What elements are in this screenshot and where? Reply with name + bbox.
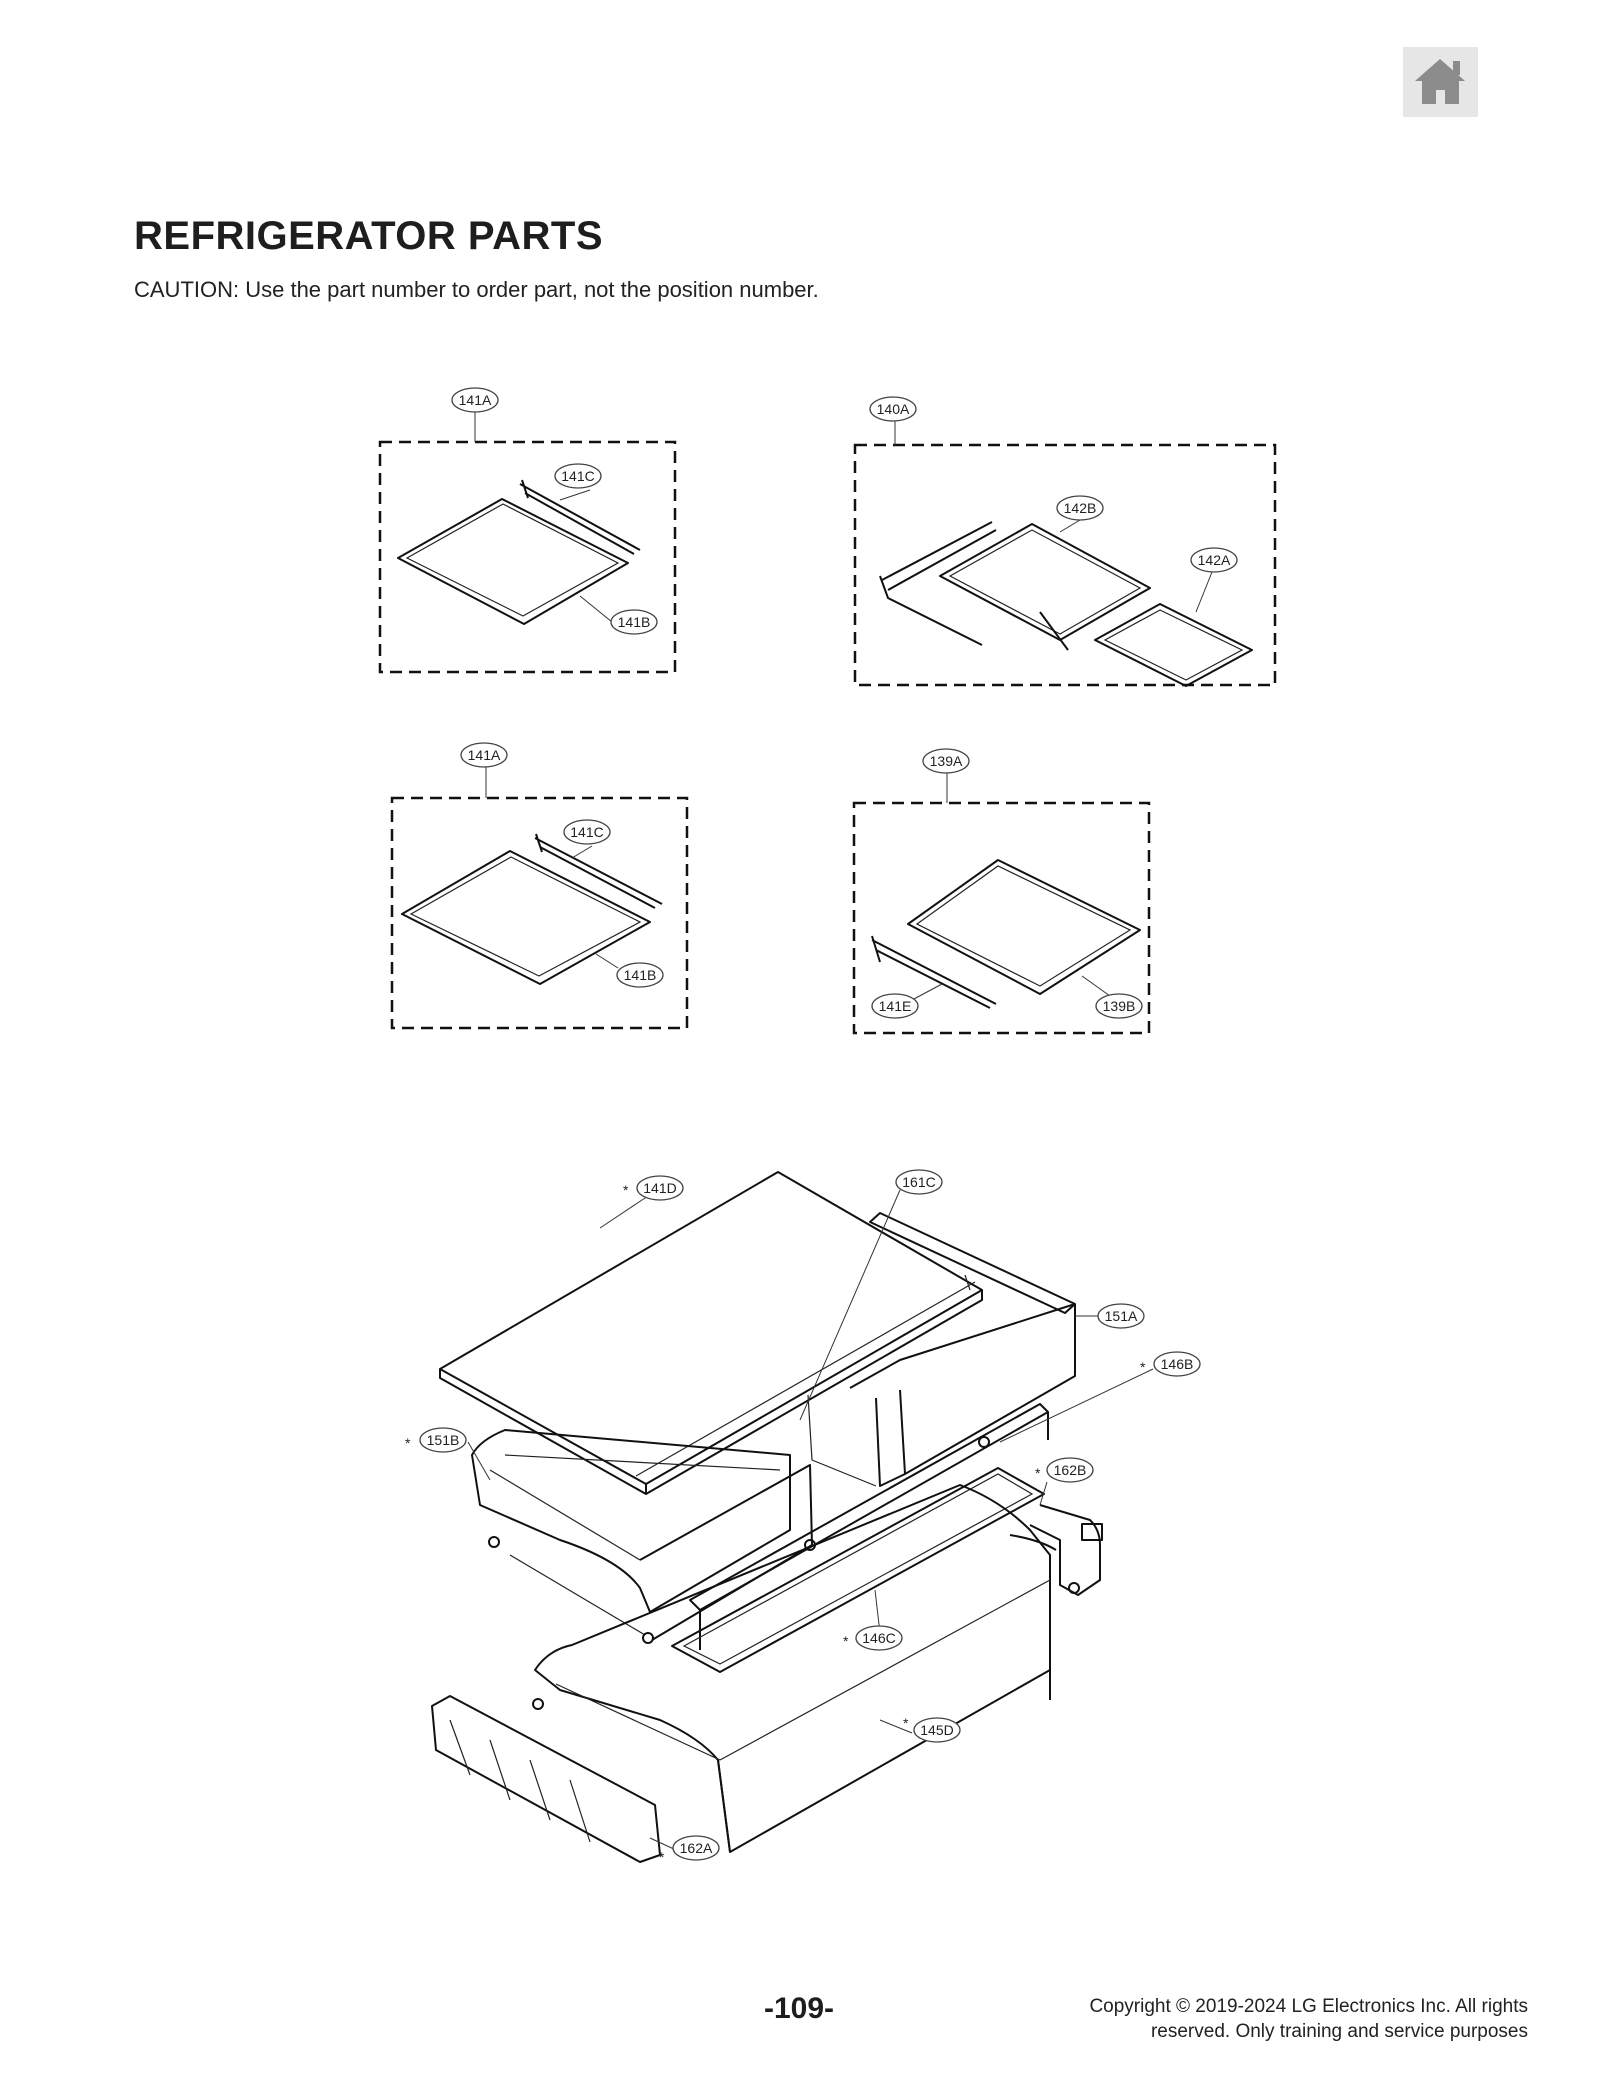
copyright-line-1: Copyright © 2019-2024 LG Electronics Inc… <box>1089 1996 1528 2017</box>
svg-text:141E: 141E <box>879 998 912 1014</box>
callout-141e: 141E <box>871 993 919 1019</box>
callout-139b: 139B <box>1095 993 1143 1019</box>
svg-text:145D: 145D <box>920 1722 953 1738</box>
copyright-line-2: reserved. Only training and service purp… <box>1150 2021 1528 2042</box>
page-number: -109- <box>764 1992 835 2025</box>
svg-text:*: * <box>659 1849 665 1865</box>
assembly-140a <box>853 420 1277 687</box>
svg-text:*: * <box>843 1633 849 1649</box>
svg-text:162B: 162B <box>1054 1462 1087 1478</box>
callout-145d: * 145D <box>903 1715 961 1743</box>
svg-text:*: * <box>623 1182 629 1198</box>
callout-142b: 142B <box>1056 495 1104 521</box>
svg-text:141B: 141B <box>624 967 657 983</box>
callout-141a-lower: 141A <box>460 742 508 768</box>
callout-162a: * 162A <box>659 1835 720 1865</box>
svg-text:151A: 151A <box>1105 1308 1138 1324</box>
callout-141c-lower: 141C <box>563 819 611 845</box>
callout-161c: 161C <box>895 1169 943 1195</box>
svg-text:142B: 142B <box>1064 500 1097 516</box>
home-button[interactable] <box>1403 47 1478 117</box>
svg-text:141C: 141C <box>561 468 594 484</box>
home-icon <box>1415 59 1465 104</box>
callout-141d: * 141D <box>623 1175 684 1201</box>
svg-text:*: * <box>405 1435 411 1451</box>
callout-162b: * 162B <box>1035 1457 1094 1483</box>
svg-text:141B: 141B <box>618 614 651 630</box>
page-title: REFRIGERATOR PARTS <box>134 214 604 258</box>
assembly-141a-lower <box>390 765 689 1030</box>
svg-text:*: * <box>903 1715 909 1731</box>
caution-note: CAUTION: Use the part number to order pa… <box>134 277 819 302</box>
callout-142a: 142A <box>1190 547 1238 573</box>
svg-text:162A: 162A <box>680 1840 713 1856</box>
svg-text:161C: 161C <box>902 1174 935 1190</box>
assembly-141a-upper <box>378 412 677 674</box>
callout-141a-upper: 141A <box>451 387 499 413</box>
callout-151a: 151A <box>1097 1303 1145 1329</box>
svg-text:140A: 140A <box>877 401 910 417</box>
callout-141b-lower: 141B <box>616 962 664 988</box>
svg-text:139A: 139A <box>930 753 963 769</box>
callout-140a: 140A <box>869 396 917 422</box>
svg-text:146B: 146B <box>1161 1356 1194 1372</box>
svg-text:141D: 141D <box>643 1180 676 1196</box>
svg-text:141A: 141A <box>468 747 501 763</box>
svg-text:151B: 151B <box>427 1432 460 1448</box>
svg-text:141A: 141A <box>459 392 492 408</box>
assembly-139a <box>852 772 1151 1035</box>
svg-text:146C: 146C <box>862 1630 895 1646</box>
svg-text:*: * <box>1035 1465 1041 1481</box>
callout-151b: * 151B <box>405 1427 467 1453</box>
callout-141c-upper: 141C <box>554 463 602 489</box>
copyright-notice: Copyright © 2019-2024 LG Electronics Inc… <box>968 1994 1528 2044</box>
callout-146b: * 146B <box>1140 1351 1201 1377</box>
svg-text:141C: 141C <box>570 824 603 840</box>
callout-139a: 139A <box>922 748 970 774</box>
svg-text:*: * <box>1140 1359 1146 1375</box>
svg-text:139B: 139B <box>1103 998 1136 1014</box>
svg-text:142A: 142A <box>1198 552 1231 568</box>
drawer-assembly <box>431 1171 1154 1863</box>
callout-146c: * 146C <box>843 1625 903 1651</box>
callout-141b-upper: 141B <box>610 609 658 635</box>
